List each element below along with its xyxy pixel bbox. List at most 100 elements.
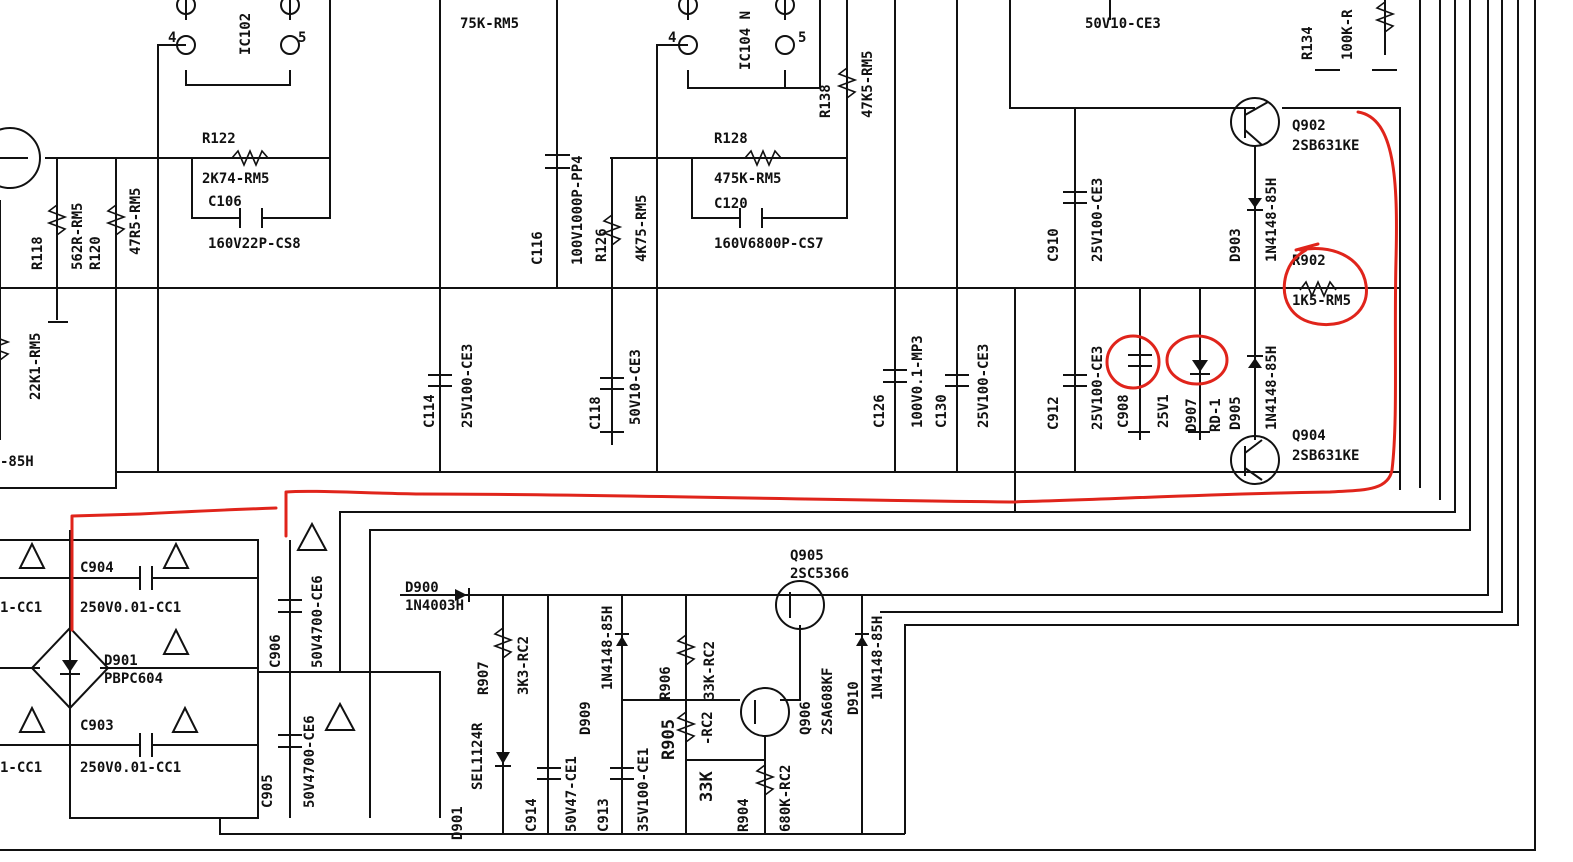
red-circle-c908	[1105, 334, 1161, 390]
label-c50v10: 50V10-CE3	[1085, 16, 1161, 32]
label-c120v: 160V6800P-CS7	[714, 236, 824, 252]
label-q902v: 2SB631KE	[1292, 138, 1359, 154]
label-c116v: 100V1000P-PP4	[570, 155, 586, 265]
label-r138: R138	[818, 84, 834, 118]
label-r126: R126	[594, 228, 610, 262]
label-c905v: 50V4700-CE6	[302, 715, 318, 808]
label-c914v: 50V47-CE1	[564, 756, 580, 832]
label-r902v: 1K5-RM5	[1292, 293, 1351, 309]
label-c908v: 25V1	[1156, 394, 1172, 428]
label-r906: R906	[658, 666, 674, 700]
label-d905v: 1N4148-85H	[1264, 346, 1280, 430]
label-c905: C905	[260, 774, 276, 808]
label-d903: D903	[1228, 228, 1244, 262]
label-d85h: -85H	[0, 454, 34, 470]
label-d910v: 1N4148-85H	[870, 616, 886, 700]
label-r120: R120	[88, 236, 104, 270]
red-circle-r902	[1282, 242, 1368, 327]
label-c120: C120	[714, 196, 748, 212]
label-c914: C914	[524, 798, 540, 832]
label-r907v: 3K3-RC2	[516, 636, 532, 695]
label-c903v: 250V0.01-CC1	[80, 760, 181, 776]
wiring	[0, 0, 1536, 851]
label-r902: R902	[1292, 253, 1326, 269]
label-c910: C910	[1046, 228, 1062, 262]
label-c118: C118	[588, 396, 604, 430]
label-r118v: 562R-RM5	[70, 203, 86, 270]
label-d903v: 1N4148-85H	[1264, 178, 1280, 262]
label-ic104: IC104 N	[738, 11, 754, 70]
label-c913: C913	[596, 798, 612, 832]
label-q904: Q904	[1292, 428, 1326, 444]
label-c913v: 35V100-CE1	[636, 748, 652, 832]
label-c106v: 160V22P-CS8	[208, 236, 301, 252]
label-cc1: 1-CC1	[0, 600, 42, 616]
label-c912: C912	[1046, 396, 1062, 430]
label-dledv: SEL1124R	[470, 722, 486, 790]
label-r122: R122	[202, 131, 236, 147]
label-c126v: 100V0.1-MP3	[910, 335, 926, 428]
label-c910v: 25V100-CE3	[1090, 178, 1106, 262]
label-r907: R907	[476, 661, 492, 695]
label-d907: D907	[1184, 398, 1200, 432]
red-loop-path	[70, 110, 1398, 632]
label-r905: R905	[659, 719, 679, 760]
label-r906v: 33K-RC2	[702, 641, 718, 700]
label-r134v: 100K-R	[1340, 9, 1356, 60]
label-r905v: 33K	[697, 771, 717, 802]
label-d907v: RD-1	[1208, 398, 1224, 432]
label-pin4: 4	[168, 30, 176, 46]
label-pin5: 5	[298, 30, 306, 46]
label-r118: R118	[30, 236, 46, 270]
label-c126: C126	[872, 394, 888, 428]
label-q904v: 2SB631KE	[1292, 448, 1359, 464]
label-c114: C114	[422, 394, 438, 428]
label-dled: D901	[450, 806, 466, 840]
label-r138v: 47K5-RM5	[860, 51, 876, 118]
label-q902: Q902	[1292, 118, 1326, 134]
label-c904v: 250V0.01-CC1	[80, 600, 181, 616]
label-c912v: 25V100-CE3	[1090, 346, 1106, 430]
label-r905b: -RC2	[700, 711, 716, 745]
label-q906v: 2SA608KF	[820, 668, 836, 735]
label-c908: C908	[1116, 394, 1132, 428]
label-q905: Q905	[790, 548, 824, 564]
label-r128: R128	[714, 131, 748, 147]
label-c114v: 25V100-CE3	[460, 344, 476, 428]
label-r126v: 4K75-RM5	[634, 195, 650, 262]
label-c904: C904	[80, 560, 114, 576]
label-r122v: 2K74-RM5	[202, 171, 269, 187]
label-pin5b: 5	[798, 30, 806, 46]
red-annotations	[70, 110, 1398, 632]
label-d901: D901	[104, 653, 138, 669]
label-d910: D910	[846, 681, 862, 715]
label-c906: C906	[268, 634, 284, 668]
label-c130: C130	[934, 394, 950, 428]
label-r22k: 22K1-RM5	[28, 333, 44, 400]
label-d909v: 1N4148-85H	[600, 606, 616, 690]
component-labels: IC102 IC104 N 4 5 4 5 75K-RM5 50V10-CE3 …	[0, 9, 1359, 840]
label-c130v: 25V100-CE3	[976, 344, 992, 428]
label-c906v: 50V4700-CE6	[310, 575, 326, 668]
label-r134: R134	[1300, 26, 1316, 60]
red-circle-d907	[1165, 334, 1229, 386]
label-r904: R904	[736, 798, 752, 832]
label-d905: D905	[1228, 396, 1244, 430]
label-d900v: 1N4003H	[405, 598, 464, 614]
label-r120v: 47R5-RM5	[128, 188, 144, 255]
label-pin4b: 4	[668, 30, 676, 46]
label-c118v: 50V10-CE3	[628, 349, 644, 425]
label-c106: C106	[208, 194, 242, 210]
components	[0, 0, 1397, 796]
label-c903: C903	[80, 718, 114, 734]
label-ic102: IC102	[238, 13, 254, 55]
label-r75k: 75K-RM5	[460, 16, 519, 32]
label-d900: D900	[405, 580, 439, 596]
label-r128v: 475K-RM5	[714, 171, 781, 187]
label-q906: Q906	[798, 701, 814, 735]
label-d909: D909	[578, 701, 594, 735]
label-c116: C116	[530, 231, 546, 265]
label-q905v: 2SC5366	[790, 566, 849, 582]
label-cc1b: 1-CC1	[0, 760, 42, 776]
